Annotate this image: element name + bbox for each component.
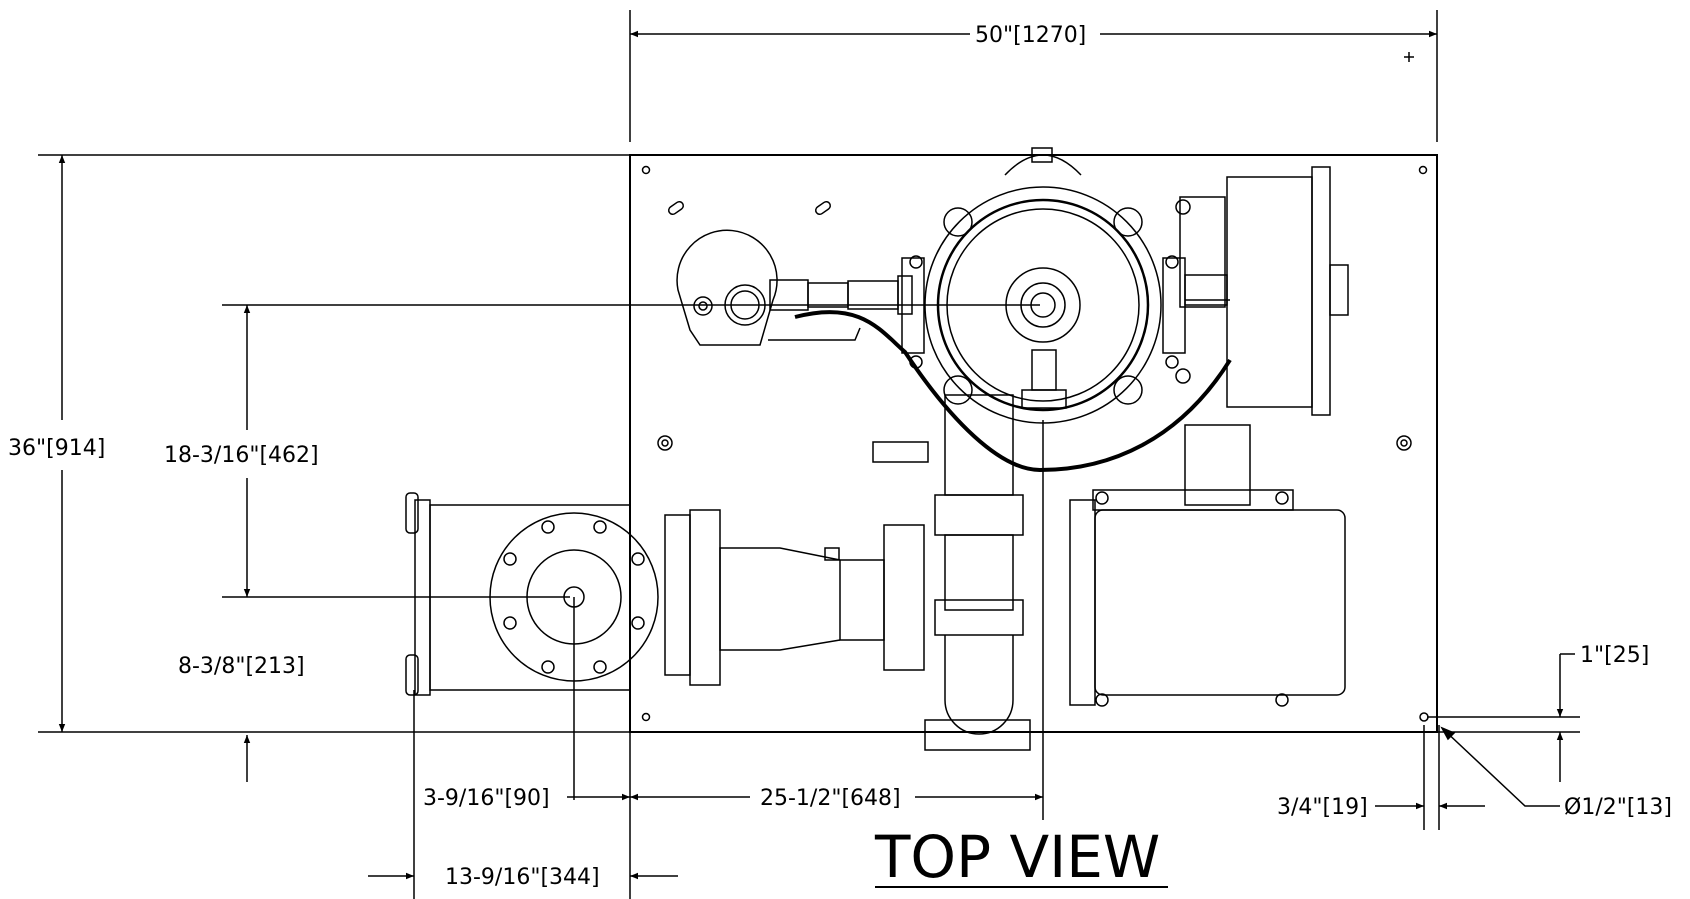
wiring [794, 310, 1232, 473]
inlet-offset-label: 25-1/2"[648] [760, 786, 901, 811]
filter-canister [676, 229, 913, 346]
base-plate [629, 154, 1438, 733]
overall-width-label: 50"[1270] [975, 23, 1086, 48]
dimension-lines [38, 10, 1580, 899]
dimension-labels: 50"[1270] 36"[914] 18-3/16"[462] 8-3/8"[… [8, 23, 1672, 890]
mount-hole-edge-y-label: 1"[25] [1580, 643, 1649, 668]
piping [664, 394, 1031, 751]
outlet-flange [405, 492, 659, 696]
mount-hole-edge-x-label: 3/4"[19] [1277, 795, 1368, 820]
outlet-height-label: 8-3/8"[213] [178, 654, 305, 679]
pump-motor [1069, 424, 1346, 707]
pressure-tank [901, 147, 1186, 424]
control-box [1175, 166, 1349, 416]
inlet-height-label: 18-3/16"[462] [164, 443, 319, 468]
mount-hole-diameter-label: Ø1/2"[13] [1564, 795, 1672, 820]
view-title: TOP VIEW [874, 823, 1160, 891]
overall-depth-label: 36"[914] [8, 436, 105, 461]
outlet-projection-label: 13-9/16"[344] [445, 865, 600, 890]
outlet-offset-label: 3-9/16"[90] [423, 786, 550, 811]
